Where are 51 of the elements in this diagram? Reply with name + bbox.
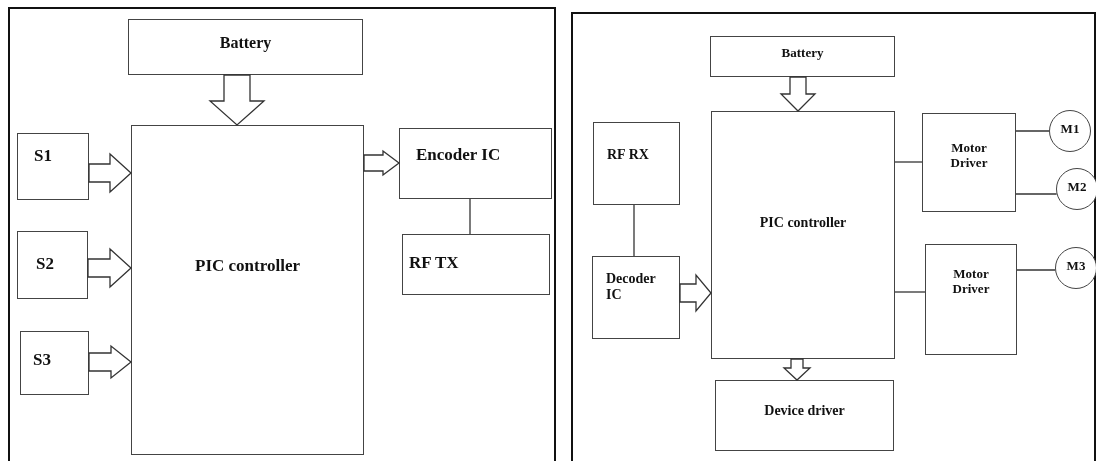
block-arrow bbox=[363, 149, 401, 177]
block-box bbox=[715, 380, 894, 451]
block-label: Battery bbox=[780, 46, 825, 61]
block-label: M3 bbox=[1065, 259, 1087, 274]
connector-line bbox=[633, 204, 635, 257]
panel-frame bbox=[571, 12, 1096, 461]
block-arrow bbox=[208, 74, 266, 126]
block-box bbox=[399, 128, 552, 199]
block-box bbox=[17, 133, 89, 200]
block-arrow bbox=[779, 76, 817, 112]
block-label: PIC controller bbox=[758, 215, 848, 232]
panel-frame bbox=[8, 7, 556, 461]
block-box bbox=[710, 36, 895, 77]
connector-line bbox=[1016, 269, 1056, 271]
connector-line bbox=[469, 198, 471, 235]
block-box bbox=[593, 122, 680, 205]
block-label: RF TX bbox=[409, 253, 459, 273]
connector-line bbox=[894, 161, 923, 163]
motor-circle bbox=[1049, 110, 1091, 152]
block-label: PIC controller bbox=[194, 256, 301, 276]
block-label: Motor Driver bbox=[949, 141, 989, 171]
block-label: M2 bbox=[1066, 180, 1088, 195]
block-label: S2 bbox=[36, 254, 55, 274]
block-box bbox=[922, 113, 1016, 212]
block-arrow bbox=[88, 152, 132, 194]
block-box bbox=[17, 231, 88, 299]
connector-line bbox=[894, 291, 926, 293]
block-label: Motor Driver bbox=[951, 267, 991, 297]
connector-line bbox=[1015, 130, 1050, 132]
block-label: Decoder IC bbox=[606, 271, 657, 304]
block-box bbox=[402, 234, 550, 295]
block-box bbox=[131, 125, 364, 455]
motor-circle bbox=[1056, 168, 1096, 210]
block-label: Device driver bbox=[763, 403, 846, 420]
block-box bbox=[711, 111, 895, 359]
block-label: RF RX bbox=[607, 147, 650, 164]
block-label: S3 bbox=[33, 350, 52, 370]
block-box bbox=[128, 19, 363, 75]
block-box bbox=[925, 244, 1017, 355]
block-arrow bbox=[782, 358, 812, 381]
block-box bbox=[592, 256, 680, 339]
block-label: S1 bbox=[34, 146, 53, 166]
block-arrow bbox=[88, 344, 133, 380]
motor-circle bbox=[1055, 247, 1096, 289]
block-label: Encoder IC bbox=[416, 145, 501, 165]
block-arrow bbox=[87, 247, 132, 289]
block-box bbox=[20, 331, 89, 395]
connector-line bbox=[1015, 193, 1058, 195]
block-label: M1 bbox=[1059, 122, 1081, 137]
block-label: Battery bbox=[218, 34, 273, 53]
block-arrow bbox=[679, 273, 712, 313]
